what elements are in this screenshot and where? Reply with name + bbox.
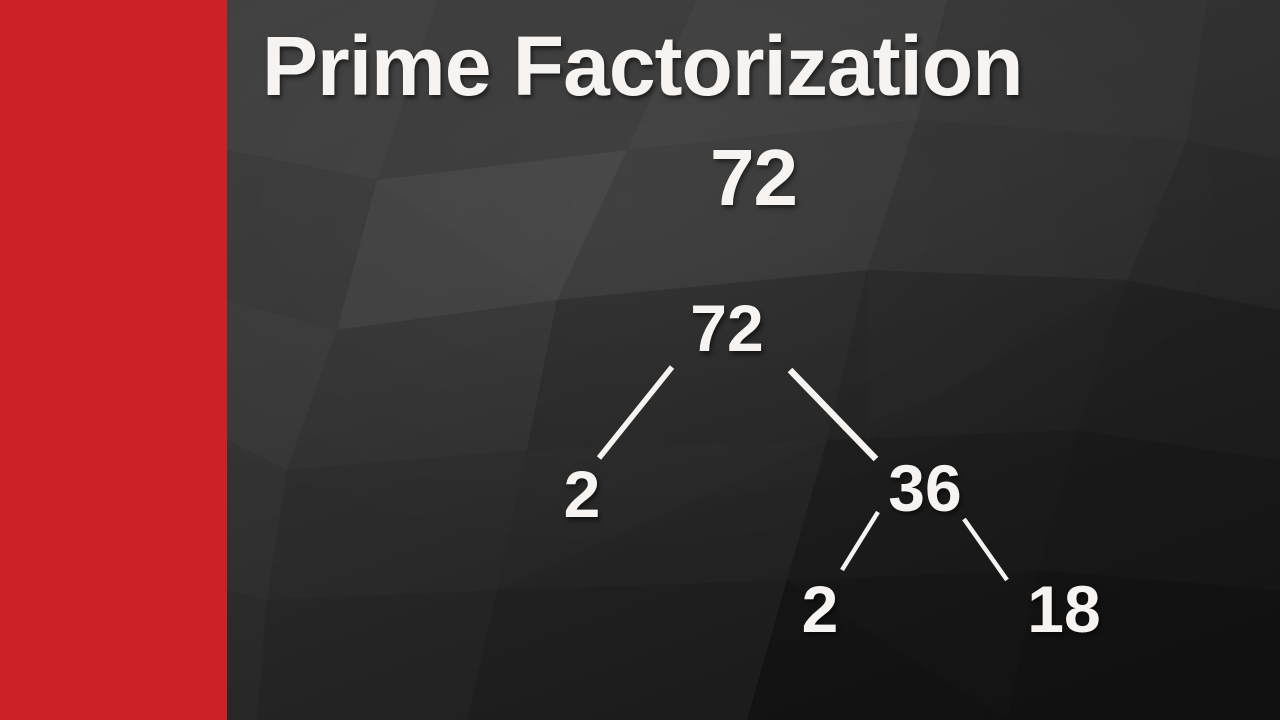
factor-node-root: 72 [690,291,764,365]
background-polygon [227,300,337,470]
background-polygon [257,590,497,720]
background-polygon [1127,140,1280,310]
background-polygon [467,580,787,720]
background-polygon [1037,430,1280,590]
background-polygon [377,0,697,180]
background-polygon [557,120,917,300]
background-polygon [1007,570,1280,720]
accent-bar-left [0,0,227,720]
background-polygon [527,270,867,450]
factor-tree-edge-root-to-l1b [787,367,879,462]
factor-node-l2a: 2 [801,572,839,646]
background-polygon [627,0,947,150]
factor-tree-edge-root-to-l1a [596,365,675,460]
background-polygon [1187,0,1280,160]
background-polygon [497,440,827,590]
low-poly-background [227,0,1280,720]
background-polygon [1077,280,1280,460]
background-polygon [227,440,287,600]
factor-tree-edge-l1b-to-l2a [840,510,880,572]
background-polygon [227,150,377,330]
factor-node-l1a: 2 [563,457,601,531]
background-polygon [867,270,1127,440]
background-polygon [267,450,527,600]
background-polygon [227,590,267,720]
background-polygon [747,580,1007,720]
background-polygon [377,150,627,300]
subject-number: 72 [710,133,798,222]
background-polygon [227,0,437,180]
factor-node-l2b: 18 [1027,572,1101,646]
background-polygon [287,300,557,470]
background-polygon [917,0,1207,140]
page-title: Prime Factorization [262,19,1024,113]
factor-node-l1b: 36 [888,451,962,525]
factor-tree-edge-l1b-to-l2b [962,517,1009,582]
background-polygon [867,120,1187,280]
